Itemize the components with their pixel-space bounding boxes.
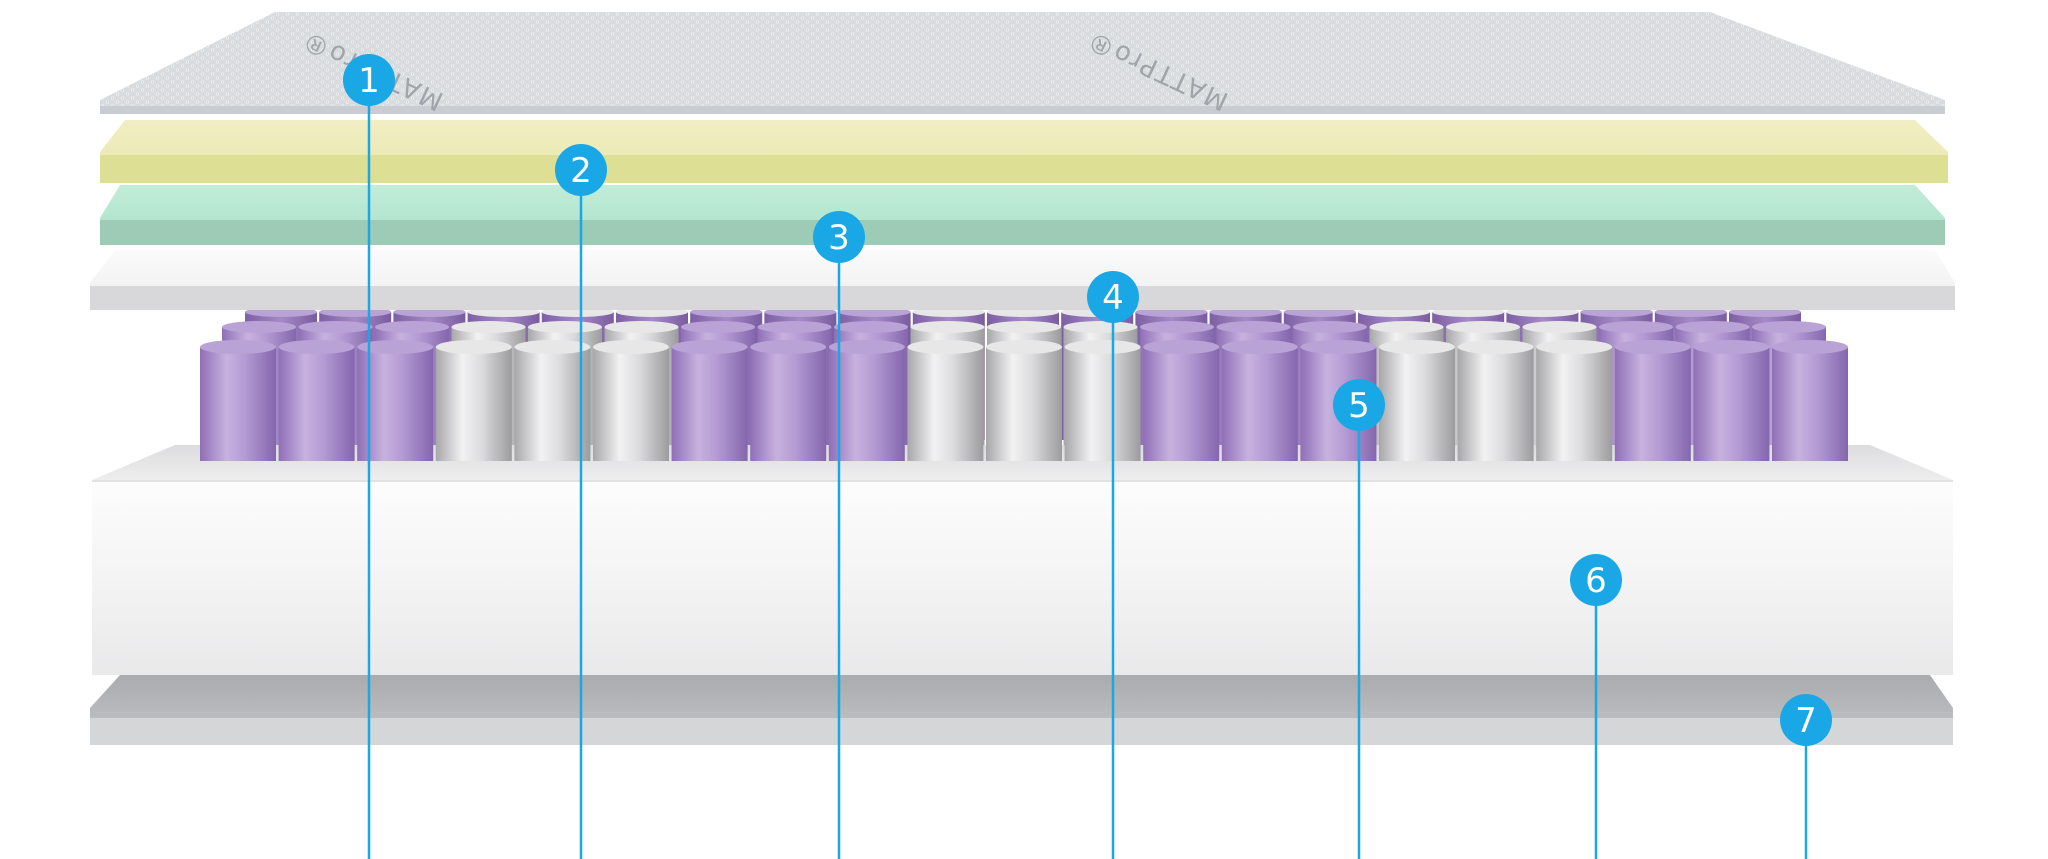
coil-front-row [200, 340, 1848, 461]
coil-front-16 [1379, 340, 1455, 461]
coil-front-11 [986, 340, 1062, 461]
layer-1-knit-cover: MATTPro® MATTPro® [100, 12, 1945, 116]
coil-front-8 [750, 340, 827, 461]
layer-6-support-foam [92, 445, 1953, 675]
coil-front-9 [828, 340, 905, 461]
coil-front-17 [1457, 340, 1534, 461]
coil-front-7 [671, 340, 748, 461]
layer-4-transition-foam [90, 250, 1955, 310]
callout-number-1: 1 [358, 61, 380, 101]
callout-badge-1: 1 [343, 54, 395, 106]
coil-front-1 [200, 340, 276, 461]
coil-front-20 [1693, 340, 1770, 461]
callout-badge-3: 3 [813, 211, 865, 263]
callout-badge-5: 5 [1333, 379, 1385, 431]
callout-number-4: 4 [1102, 278, 1124, 318]
coil-front-18 [1536, 340, 1613, 461]
callout-number-5: 5 [1348, 386, 1370, 426]
coil-front-2 [278, 340, 355, 461]
callout-leaders [367, 80, 1808, 859]
callout-number-3: 3 [828, 218, 850, 258]
layer-3-gel-foam [100, 185, 1945, 245]
callout-number-6: 6 [1585, 561, 1607, 601]
coil-front-12 [1064, 340, 1141, 461]
coil-front-5 [514, 340, 591, 461]
coil-front-19 [1614, 340, 1691, 461]
coil-front-21 [1772, 340, 1848, 461]
layer-2-comfort-foam [100, 120, 1948, 183]
coil-front-4 [435, 340, 512, 461]
callout-badges: 1 2 3 4 5 6 7 [343, 54, 1832, 746]
callout-badge-6: 6 [1570, 554, 1622, 606]
callout-number-7: 7 [1795, 701, 1817, 741]
callout-badge-4: 4 [1087, 271, 1139, 323]
callout-badge-7: 7 [1780, 694, 1832, 746]
callout-badge-2: 2 [555, 144, 607, 196]
coil-front-13 [1143, 340, 1220, 461]
layer-7-base [90, 675, 1953, 745]
coil-front-10 [907, 340, 984, 461]
callout-number-2: 2 [570, 151, 592, 191]
coil-front-14 [1221, 340, 1298, 461]
coil-front-6 [593, 340, 669, 461]
